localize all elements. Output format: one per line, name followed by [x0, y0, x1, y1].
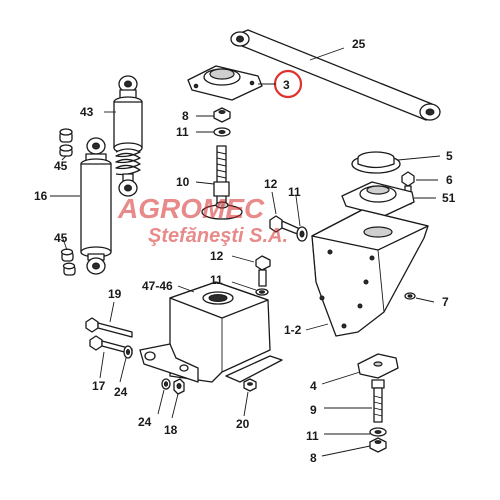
- part-7-nut[interactable]: [404, 292, 416, 300]
- label-18: 18: [164, 423, 178, 437]
- label-7: 7: [442, 295, 449, 309]
- leader-lines: [50, 47, 441, 457]
- part-51-plate[interactable]: [341, 181, 415, 217]
- part-3-mount-plate[interactable]: [187, 65, 263, 101]
- part-18-nut[interactable]: [173, 378, 185, 395]
- label-9: 9: [310, 403, 317, 417]
- label-20: 20: [236, 417, 250, 431]
- part-12-bolt-upper[interactable]: [269, 215, 301, 236]
- label-3: 3: [283, 78, 290, 92]
- label-11-middle: 11: [210, 273, 223, 287]
- part-45-bushing-bottom[interactable]: [60, 248, 76, 276]
- part-1-2-bracket[interactable]: [311, 209, 429, 337]
- label-45-bottom: 45: [54, 231, 68, 245]
- part-9-bolt[interactable]: [371, 379, 385, 423]
- part-25-tie-rod[interactable]: [230, 29, 441, 121]
- part-24-washer-b[interactable]: [161, 378, 171, 390]
- label-16: 16: [34, 189, 48, 203]
- label-45-top: 45: [54, 159, 68, 173]
- part-11-washer-middle[interactable]: [255, 288, 269, 296]
- label-12-upper: 12: [264, 177, 278, 191]
- part-5-rubber-pad[interactable]: [351, 151, 401, 174]
- label-17: 17: [92, 379, 106, 393]
- label-11-top: 11: [176, 125, 189, 139]
- label-4: 4: [310, 379, 317, 393]
- callout-labels: 25 3 43 8 11 45 16 45 10 12 11 5 6 51 12…: [34, 37, 456, 465]
- label-24-a: 24: [114, 385, 128, 399]
- part-8-nut-top[interactable]: [213, 107, 231, 123]
- label-25: 25: [352, 37, 366, 51]
- watermark: AGROMEC Ştefăneşti S.A.: [117, 193, 288, 247]
- label-11-bottom: 11: [306, 429, 319, 443]
- label-51: 51: [442, 191, 456, 205]
- watermark-line1: AGROMEC: [117, 193, 265, 224]
- part-12-bolt-middle[interactable]: [255, 255, 271, 287]
- part-4-plate[interactable]: [357, 353, 399, 379]
- part-24-washer-a[interactable]: [123, 345, 133, 359]
- label-43: 43: [80, 105, 94, 119]
- part-47-46-lower-bracket[interactable]: [139, 281, 283, 383]
- part-10-long-bolt[interactable]: [201, 145, 243, 220]
- part-43-shock-absorber[interactable]: [113, 75, 143, 197]
- part-20-nut[interactable]: [243, 378, 257, 392]
- part-8-nut-bottom[interactable]: [369, 437, 387, 453]
- label-1-2: 1-2: [284, 323, 302, 337]
- label-24-b: 24: [138, 415, 152, 429]
- part-16-damper[interactable]: [80, 137, 112, 275]
- label-6: 6: [446, 173, 453, 187]
- part-11-washer-top[interactable]: [213, 127, 231, 137]
- part-11-washer-upper[interactable]: [296, 226, 308, 242]
- label-10: 10: [176, 175, 190, 189]
- label-11-upper: 11: [288, 185, 301, 199]
- part-19-bolt[interactable]: [85, 317, 133, 338]
- label-47-46: 47-46: [142, 279, 173, 293]
- label-5: 5: [446, 149, 453, 163]
- part-11-washer-bottom[interactable]: [369, 427, 387, 437]
- watermark-line2: Ştefăneşti S.A.: [148, 225, 288, 247]
- label-12-middle: 12: [210, 249, 224, 263]
- label-19: 19: [108, 287, 122, 301]
- part-45-bushing-top[interactable]: [59, 128, 73, 157]
- label-8-bottom: 8: [310, 451, 317, 465]
- label-8-top: 8: [182, 109, 189, 123]
